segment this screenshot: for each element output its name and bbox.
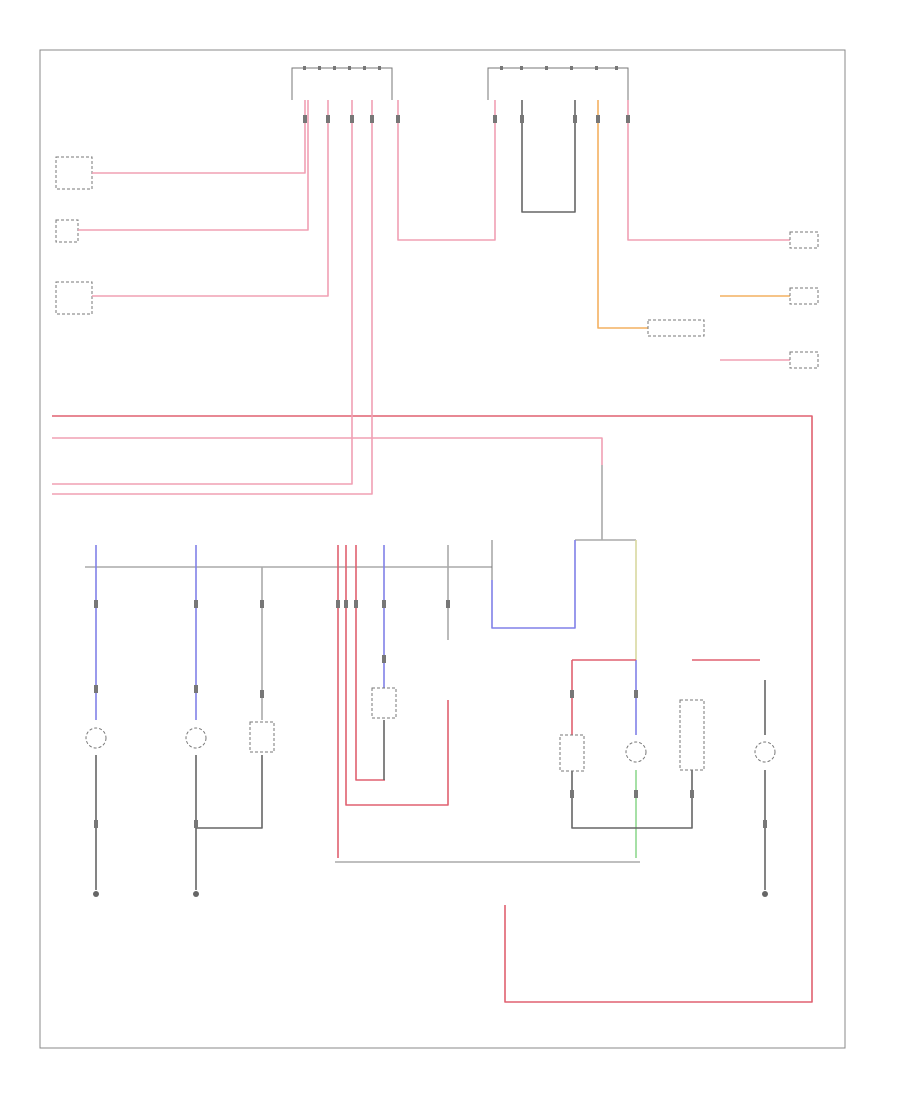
lamp-4 (754, 741, 776, 763)
switch-right-3 (789, 351, 819, 369)
right-switches (647, 231, 819, 369)
wire-switch-1 (92, 100, 306, 174)
wire-bus-fourth (52, 100, 373, 495)
wires-top-section (78, 100, 790, 361)
switch-lower-2 (559, 734, 585, 772)
switch-lower-1 (371, 687, 397, 719)
connector-top-left (291, 66, 393, 100)
wire-connector-bridge (397, 100, 496, 241)
ground-2 (193, 891, 199, 897)
module-1 (249, 721, 275, 753)
wire-orange-feed (597, 100, 648, 329)
connector-top-right (487, 66, 629, 100)
wire-switch-2 (78, 100, 309, 231)
ground-3 (762, 891, 768, 897)
wire-switch-3 (92, 100, 329, 297)
switch-bottom-left (55, 281, 93, 315)
wires-bus (52, 100, 813, 1003)
switch-right-1 (789, 231, 819, 249)
wire-junction-drop (575, 465, 636, 541)
switch-top-left (55, 156, 93, 190)
vertical-branches (95, 540, 766, 890)
switch-right-2 (789, 287, 819, 305)
lamp-1 (85, 727, 107, 749)
wire-ground-loop (521, 100, 576, 213)
grounds (93, 891, 768, 897)
components-lower (85, 687, 776, 772)
pin-marks (94, 115, 767, 828)
switch-lower-3 (679, 699, 705, 771)
wire-right-switch-1 (627, 100, 790, 241)
lamp-2 (185, 727, 207, 749)
diagram-frame (39, 49, 846, 1049)
wire-bus-third (52, 100, 353, 485)
wire-bus-second (52, 437, 603, 465)
lamp-3 (625, 741, 647, 763)
splice-junction (647, 319, 705, 337)
switch-middle-left (55, 219, 79, 243)
wire-bus-top (52, 415, 813, 1003)
ground-1 (93, 891, 99, 897)
